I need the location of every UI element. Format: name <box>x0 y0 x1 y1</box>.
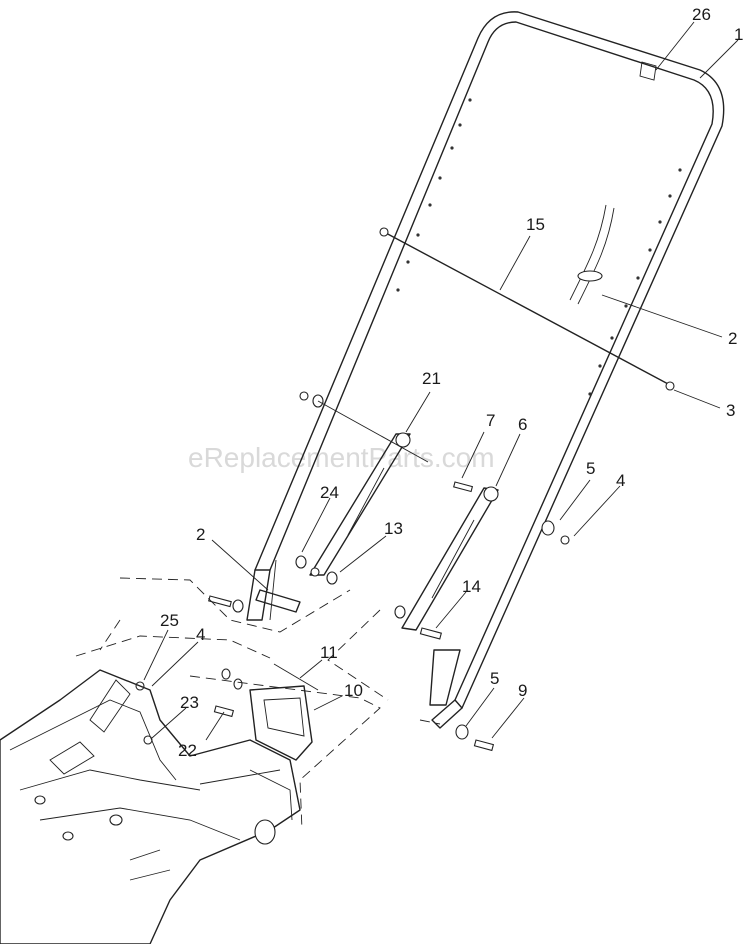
callout-4-upper: 4 <box>616 471 625 490</box>
callout-10: 10 <box>344 681 363 700</box>
callout-5-lower: 5 <box>490 669 499 688</box>
callout-26: 26 <box>692 5 711 24</box>
hardware-group <box>135 391 570 752</box>
callout-11: 11 <box>320 643 338 662</box>
callout-4-lower: 4 <box>196 625 205 644</box>
callout-2-lower: 2 <box>196 525 205 544</box>
callout-7: 7 <box>486 411 495 430</box>
leader-lines <box>143 21 739 741</box>
callout-22: 22 <box>178 741 197 760</box>
callout-3: 3 <box>726 401 735 420</box>
mower-deck <box>0 669 301 944</box>
callout-25: 25 <box>160 611 179 630</box>
adjustment-link-left <box>309 432 411 576</box>
callout-labels: 26 1 15 2 3 21 7 6 5 4 24 2 13 14 25 4 1… <box>160 5 743 760</box>
handle-bracket <box>249 685 313 761</box>
callout-5-upper: 5 <box>586 459 595 478</box>
callout-1: 1 <box>734 25 743 44</box>
callout-9: 9 <box>518 681 527 700</box>
assembly-dashed-lines <box>75 577 441 831</box>
callout-14: 14 <box>462 577 481 596</box>
callout-24: 24 <box>320 483 339 502</box>
callout-21: 21 <box>422 369 441 388</box>
callout-23: 23 <box>180 693 199 712</box>
callout-6: 6 <box>518 415 527 434</box>
callout-15: 15 <box>526 215 545 234</box>
handle-rod <box>379 227 675 391</box>
callout-13: 13 <box>384 519 403 538</box>
callout-2-upper: 2 <box>728 329 737 348</box>
cable-clamp <box>255 559 301 621</box>
handle-tube <box>246 11 725 729</box>
adjustment-link-right <box>401 486 499 631</box>
watermark-text: eReplacementParts.com <box>188 442 495 473</box>
control-cable <box>569 204 615 305</box>
handle-holes <box>396 98 682 396</box>
